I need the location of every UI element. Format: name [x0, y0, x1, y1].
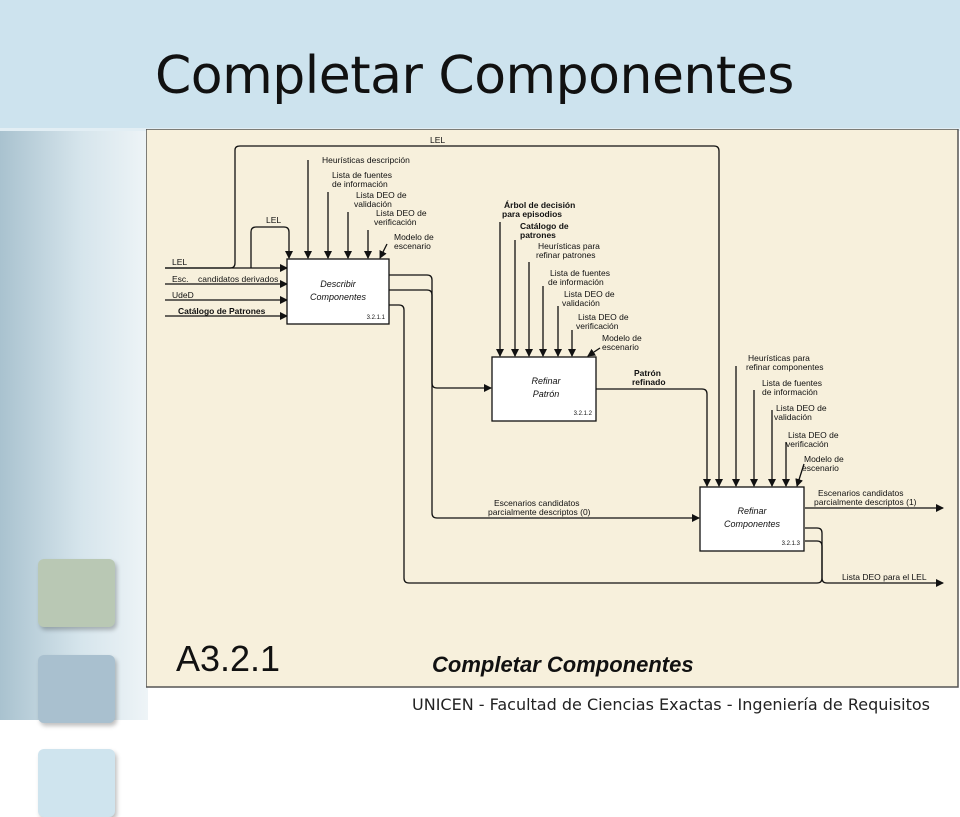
label-b3c1a: Heurísticas para — [748, 353, 810, 363]
label-b2c6b: verificación — [576, 321, 619, 331]
box2-id: 3.2.1.2 — [574, 411, 593, 417]
label-b2c3a: Heurísticas para — [538, 241, 600, 251]
box3-name: Refinar — [737, 506, 767, 516]
label-patron: Patrón — [634, 368, 661, 378]
label-b1c4a: Lista DEO de — [376, 208, 427, 218]
label-b3c4a: Lista DEO de — [788, 430, 839, 440]
slide-header — [0, 0, 960, 128]
label-b3c5a: Modelo de — [804, 454, 844, 464]
label-b2c7b: escenario — [602, 342, 639, 352]
label-b2c1a: Árbol de decisión — [504, 200, 575, 210]
activity-box-refinar-patron — [491, 356, 597, 422]
label-control-lel: LEL — [266, 215, 281, 225]
label-b2c1b: para episodios — [502, 209, 562, 219]
idef0-diagram: Describir Componentes Refinar Patrón Ref… — [146, 129, 959, 688]
label-final-a: Escenarios candidatos — [818, 488, 904, 498]
label-input-lel: LEL — [172, 257, 187, 267]
label-final-b: parcialmente descriptos (1) — [814, 497, 917, 507]
arrow-b2c7 — [587, 347, 601, 357]
label-b1c5b: escenario — [394, 241, 431, 251]
label-input-uded: UdeD — [172, 290, 194, 300]
label-top-lel: LEL — [430, 135, 445, 145]
diagram-caption: Completar Componentes — [432, 652, 694, 677]
label-b3c4b: verificación — [786, 439, 829, 449]
slide-footer: UNICEN - Facultad de Ciencias Exactas - … — [412, 695, 930, 714]
label-b2c6a: Lista DEO de — [578, 312, 629, 322]
box1-name2: Componentes — [310, 292, 367, 302]
label-b1c5a: Modelo de — [394, 232, 434, 242]
label-partial-b: parcialmente descriptos (0) — [488, 507, 591, 517]
label-b2c7a: Modelo de — [602, 333, 642, 343]
arrow-b3c5 — [795, 463, 805, 487]
label-input-catalogo: Catálogo de Patrones — [178, 306, 266, 316]
label-b2c4a: Lista de fuentes — [550, 268, 610, 278]
label-b1c2a: Lista de fuentes — [332, 170, 392, 180]
label-b3c3b: validación — [774, 412, 812, 422]
label-refinado: refinado — [632, 377, 666, 387]
label-lista-deo-lel: Lista DEO para el LEL — [842, 572, 927, 582]
arrow-b1c5 — [379, 243, 388, 259]
label-b2c2a: Catálogo de — [520, 221, 569, 231]
box1-name: Describir — [320, 279, 357, 289]
label-b3c3a: Lista DEO de — [776, 403, 827, 413]
slide-title: Completar Componentes — [155, 46, 794, 106]
label-b3c1b: refinar componentes — [746, 362, 824, 372]
label-b1c3b: validación — [354, 199, 392, 209]
label-input-esc-derivados: candidatos derivados — [198, 274, 278, 284]
label-b2c2b: patrones — [520, 230, 556, 240]
decorative-square-light-blue — [38, 749, 115, 817]
label-b1c3a: Lista DEO de — [356, 190, 407, 200]
flow-lel-control — [250, 226, 293, 268]
box2-name2: Patrón — [533, 389, 560, 399]
label-b3c2a: Lista de fuentes — [762, 378, 822, 388]
flow-lel-top — [165, 145, 723, 487]
label-b2c3b: refinar patrones — [536, 250, 596, 260]
flow-patron-refinado — [596, 388, 711, 487]
flow-lista-deo-lel — [805, 527, 944, 587]
label-b2c4b: de información — [548, 277, 604, 287]
label-b1c4b: verificación — [374, 217, 417, 227]
flow-partial-scenarios — [389, 289, 700, 522]
label-b3c2b: de información — [762, 387, 818, 397]
label-b1c1: Heurísticas descripción — [322, 155, 410, 165]
label-b1c2b: de información — [332, 179, 388, 189]
label-b3c5b: escenario — [802, 463, 839, 473]
activity-box-refinar-componentes — [699, 486, 805, 552]
left-decorative-panel — [0, 131, 148, 817]
activity-box-describir — [286, 258, 390, 325]
label-b2c5a: Lista DEO de — [564, 289, 615, 299]
box1-id: 3.2.1.1 — [367, 315, 386, 321]
decorative-square-blue — [38, 655, 115, 723]
box3-name2: Componentes — [724, 519, 781, 529]
label-b2c5b: validación — [562, 298, 600, 308]
box3-id: 3.2.1.3 — [782, 541, 801, 547]
decorative-square-green — [38, 559, 115, 627]
box2-name: Refinar — [531, 376, 561, 386]
diagram-node-id: A3.2.1 — [176, 638, 280, 679]
label-input-esc: Esc. — [172, 274, 189, 284]
label-partial-a: Escenarios candidatos — [494, 498, 580, 508]
